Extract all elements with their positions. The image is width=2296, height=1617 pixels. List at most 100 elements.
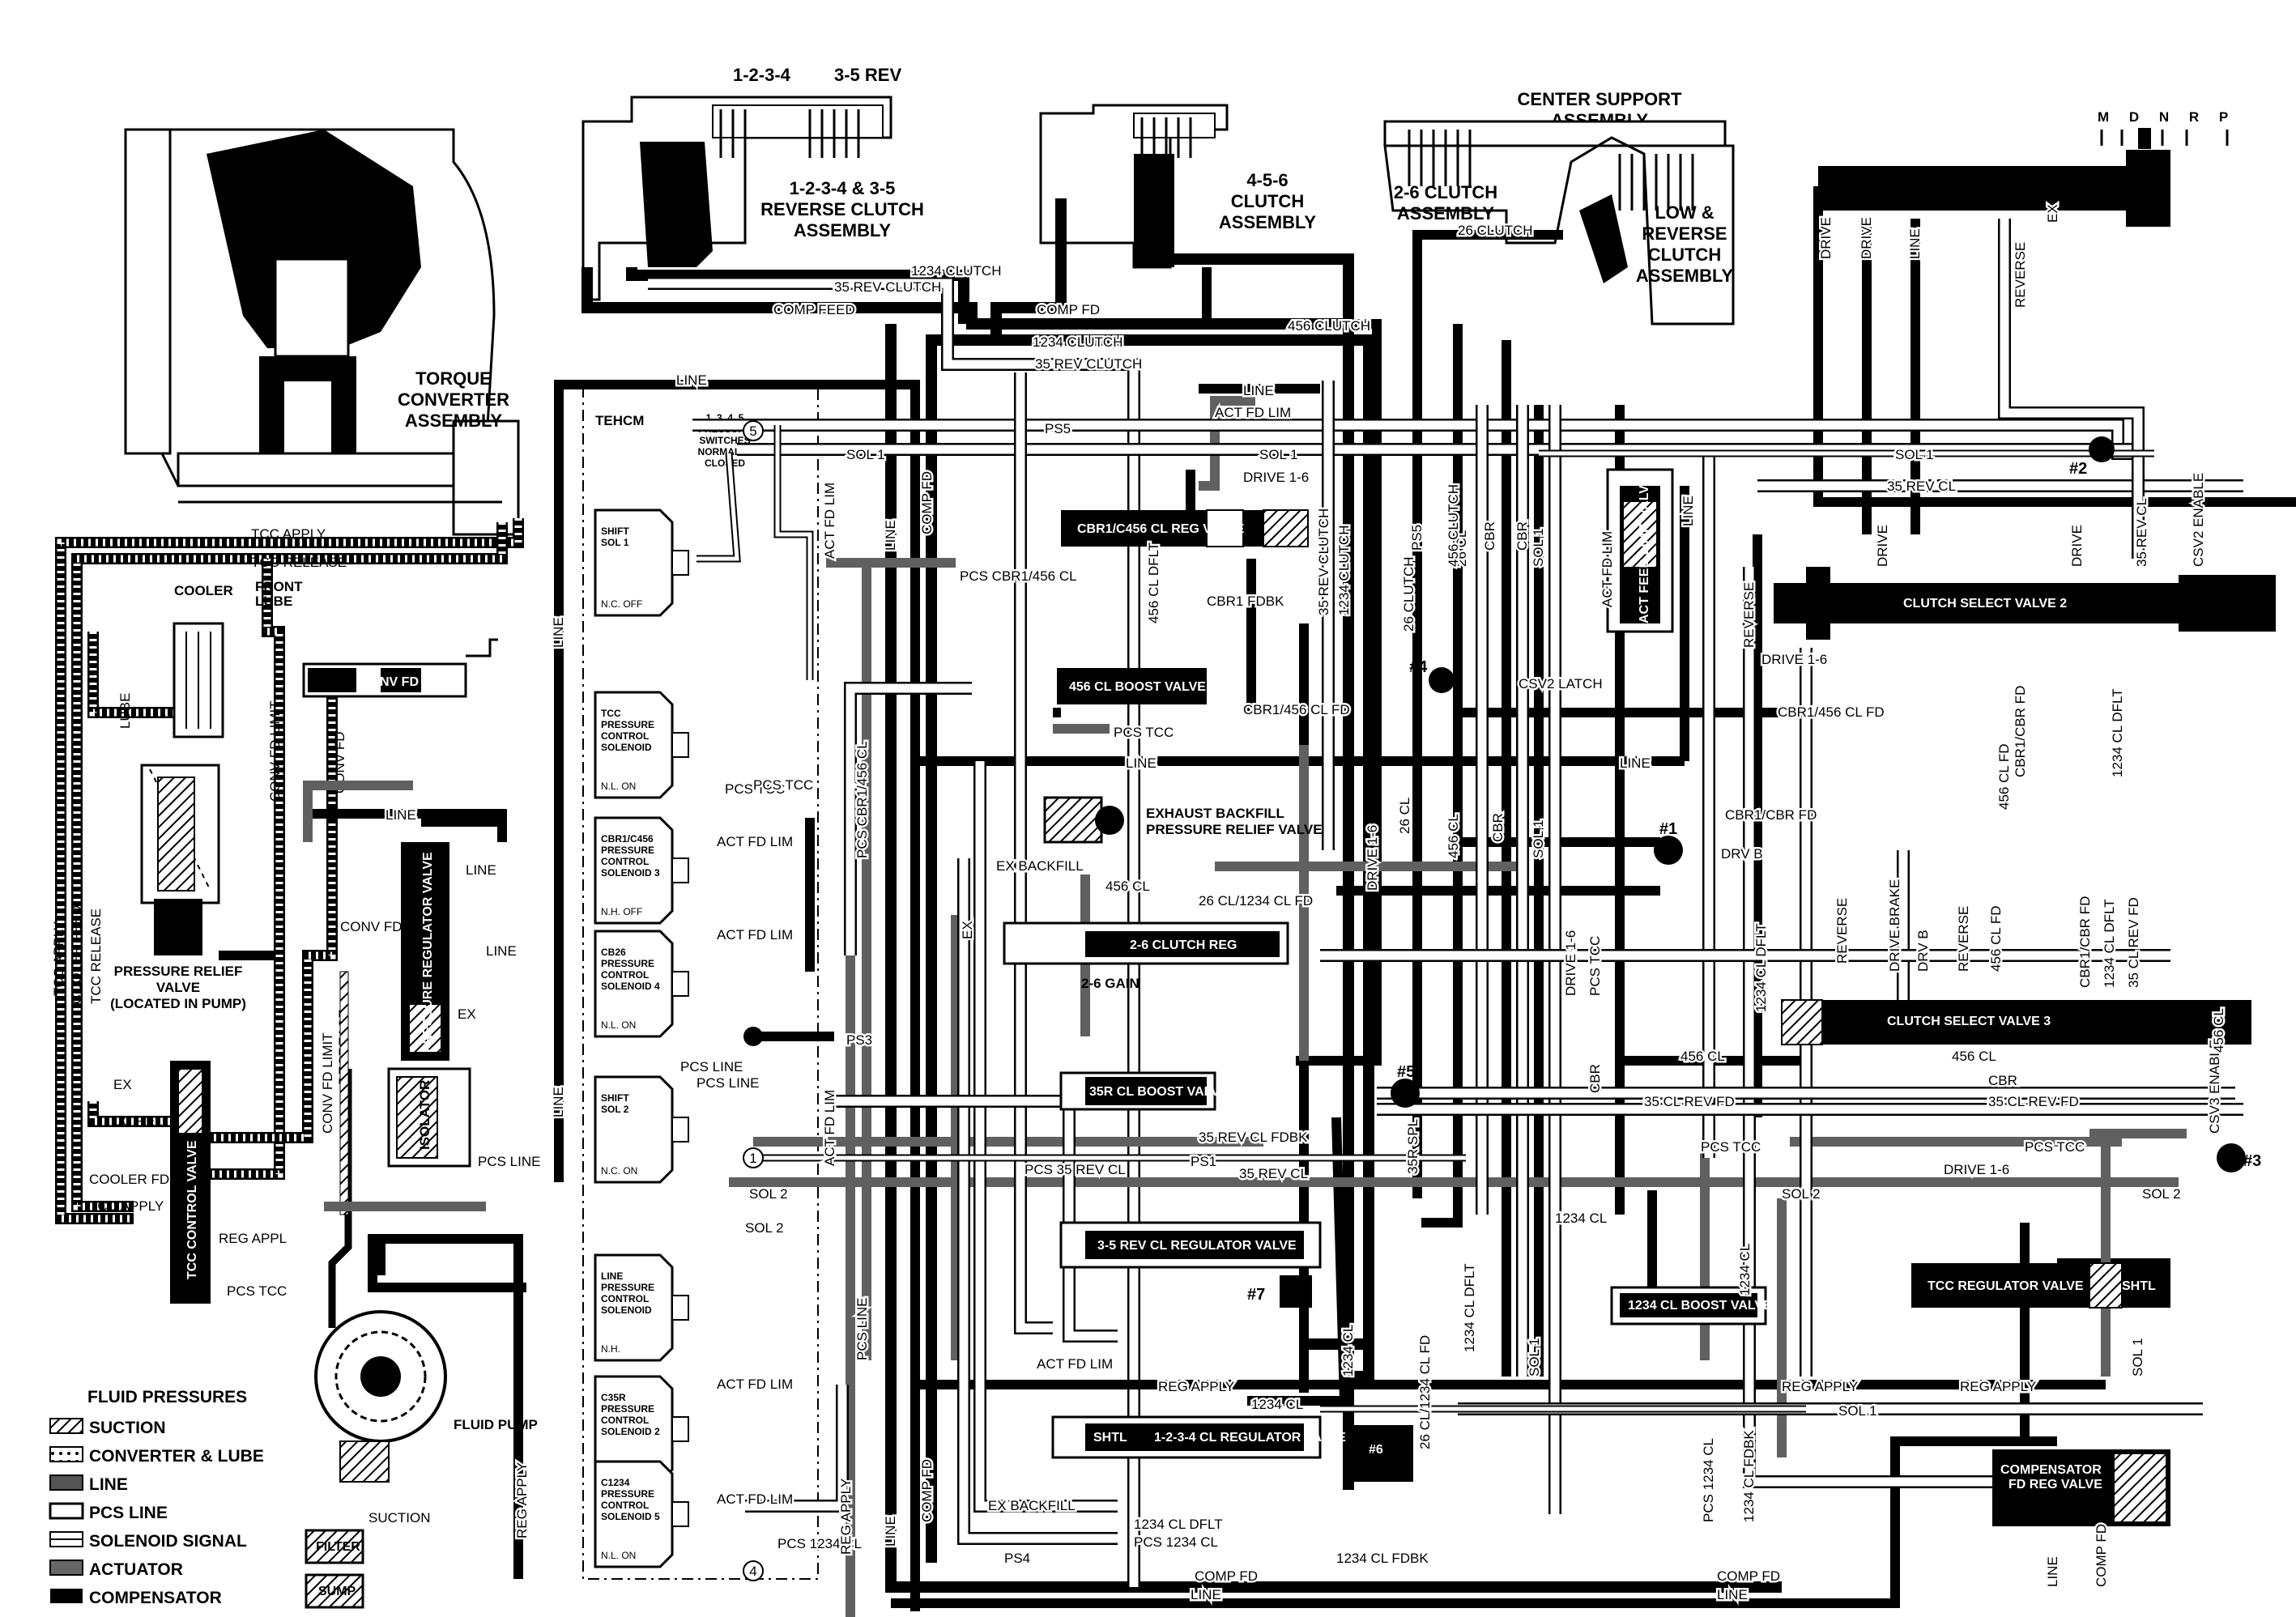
circuit-label-clutch-456: 456 CLUTCH bbox=[1288, 318, 1370, 334]
circuit-label-cl456-fd: 456 CL FD bbox=[1996, 743, 2012, 810]
tcc-apply-vlabel: TCC APPLY bbox=[51, 921, 66, 996]
circuit-label-line: LINE bbox=[1191, 1587, 1221, 1602]
circuit-label-reg-apply: REG APPLY bbox=[514, 1462, 530, 1538]
sump-label: SUMP bbox=[318, 1585, 356, 1598]
legend-pcs-line: PCS LINE bbox=[89, 1504, 168, 1522]
circuit-label-cl35rev: 35 REV CL bbox=[1239, 1166, 1308, 1181]
circuit-label-cl456: 456 CL bbox=[1952, 1049, 1996, 1064]
circuit-label-line: LINE bbox=[1907, 228, 1923, 259]
front-lube-label: FRONT bbox=[255, 579, 303, 594]
circuit-label-line: LINE bbox=[551, 617, 566, 648]
converter-lube-circuits bbox=[55, 518, 524, 1224]
circuit-label-reg-apply: REG APPLY bbox=[838, 1479, 854, 1555]
center-support-assembly: CENTER SUPPORTASSEMBLY 2-6 CLUTCHASSEMBL… bbox=[1383, 89, 1735, 326]
cooler: LUBE bbox=[117, 622, 224, 738]
circuit-label-line: LINE bbox=[883, 1516, 898, 1547]
boost-35r-label: 35R CL BOOST VALVE bbox=[1089, 1085, 1229, 1099]
svg-text:5: 5 bbox=[749, 423, 756, 439]
circuit-label-cl35r-spl: 35R SPL bbox=[1405, 1119, 1421, 1174]
reg-1234-label: 1-2-3-4 CL REGULATOR VALVE bbox=[1154, 1431, 1346, 1445]
circuit-label-pcs-1234-cl: PCS 1234 CL bbox=[777, 1536, 862, 1551]
circuit-label-drive16: DRIVE 1-6 bbox=[1944, 1162, 2009, 1177]
checkball-1: #1 bbox=[1654, 820, 1683, 865]
circuit-label-clutch-1234: 1234 CLUTCH bbox=[911, 263, 1002, 279]
conv-fd-label: CONV FD bbox=[340, 919, 403, 934]
circuit-label-cl456: 456 CL bbox=[2211, 1008, 2226, 1053]
ex-label: EX bbox=[113, 1077, 132, 1092]
checkball-4: #4 bbox=[1409, 658, 1455, 693]
cooler-fd-label: COOLER FD bbox=[89, 1172, 169, 1187]
circuit-label-line: LINE bbox=[883, 520, 898, 551]
circuit-label-ps5: PS5 bbox=[1045, 421, 1071, 436]
circuit-label-pcs-tcc: PCS TCC bbox=[753, 777, 813, 793]
valve-clutch-select-2: CLUTCH SELECT VALVE 2 bbox=[1774, 567, 2276, 640]
solenoid-3-state: N.H. OFF bbox=[601, 906, 642, 917]
circuit-label-sol1: SOL 1 bbox=[1531, 528, 1546, 567]
circuit-label-comp-fd: COMP FD bbox=[1717, 1568, 1780, 1584]
circuit-label-clutch-26: 26 CLUTCH bbox=[1401, 556, 1416, 632]
circuit-label-sol2: SOL 2 bbox=[1782, 1186, 1821, 1202]
circuit-label-cl1234-dflt: 1234 CL DFLT bbox=[1462, 1263, 1477, 1352]
clutch-35rev-head: 3-5 REV bbox=[834, 65, 901, 85]
ex-label-prv: EX bbox=[458, 1006, 476, 1022]
circuit-label-sol1: SOL 1 bbox=[1895, 447, 1934, 462]
circuit-label-drive: DRIVE bbox=[1875, 525, 1890, 567]
circuit-label-cbr1-cbr-fd: CBR1/CBR FD bbox=[1725, 807, 1817, 823]
circuit-label-sol2: SOL 2 bbox=[2142, 1186, 2181, 1202]
circuit-label-line: LINE bbox=[1243, 383, 1274, 398]
conv-fd-limit-vlabel: CONV FD LIMIT bbox=[267, 700, 283, 802]
circuit-label-clutch-35rev: 35 REV CLUTCH bbox=[1035, 356, 1142, 372]
fluid-pump: FLUID PUMP bbox=[314, 1310, 538, 1483]
circuit-label-cbr1-456-fd: CBR1/456 CL FD bbox=[1778, 704, 1885, 720]
solenoid-8-state: N.L. ON bbox=[601, 1550, 636, 1561]
circuit-label-reverse: REVERSE bbox=[2013, 242, 2028, 308]
circuit-label-pcs-cbr1-456: PCS CBR1/456 CL bbox=[854, 741, 870, 858]
circuit-label-pcs-tcc: PCS TCC bbox=[2025, 1139, 2085, 1155]
circuit-label-reg-apply: REG APPLY bbox=[1960, 1379, 2036, 1394]
circuit-label-cl456: 456 CL bbox=[1680, 1049, 1725, 1064]
circuit-label-pcs-1234-cl: PCS 1234 CL bbox=[1701, 1438, 1716, 1522]
circuit-label-cl456: 456 CL bbox=[1105, 879, 1150, 894]
circuit-label-reg-apply: REG APPLY bbox=[1782, 1379, 1858, 1394]
act-feed-limit-label: ACT FEED LIMIT VALVE bbox=[1638, 476, 1651, 623]
circuit-label-comp-feed: COMP FEED bbox=[773, 302, 855, 317]
legend-line: LINE bbox=[89, 1475, 128, 1494]
csv3-label: CLUTCH SELECT VALVE 3 bbox=[1887, 1015, 2051, 1028]
circuit-label-cl35-rev-fd: 35 CL REV FD bbox=[2126, 897, 2141, 988]
circuit-label-act-fd-lim: ACT FD LIM bbox=[822, 1090, 837, 1166]
circuit-label-line: LINE bbox=[386, 807, 416, 823]
checkball-2: #2 bbox=[2069, 436, 2115, 478]
suction-label: SUCTION bbox=[368, 1510, 431, 1526]
circuit-label-reverse: REVERSE bbox=[1956, 906, 1971, 972]
circuit-label-cl35r-fdbk: 35 REV CL FDBK bbox=[1199, 1130, 1308, 1145]
tcc-release-vlabel: TCC RELEASE bbox=[88, 908, 104, 1004]
circuit-label-ex: EX bbox=[960, 921, 975, 939]
circuit-label-csv2-enable: CSV2 ENABLE bbox=[2191, 473, 2206, 567]
manual-valve: M D N R P bbox=[1818, 109, 2229, 227]
circuit-label-drive16: DRIVE 1-6 bbox=[1761, 652, 1827, 667]
circuit-label-clutch-26: 26 CLUTCH bbox=[1458, 223, 1533, 238]
circuit-label-cbr1-cbr-fd: CBR1/CBR FD bbox=[2077, 896, 2093, 988]
conv-fd-limit-label: CONV FD LIMIT bbox=[360, 675, 456, 689]
circuit-label-act-fd-lim: ACT FD LIM bbox=[1600, 531, 1615, 607]
valve-456-boost: 456 CL BOOST VALVE bbox=[1057, 668, 1207, 704]
circuit-label-ex-backfill: EX BACKFILL bbox=[996, 858, 1084, 874]
circuit-label-cl456-fd: 456 CL FD bbox=[1988, 905, 2004, 972]
tehcm-label: TEHCM bbox=[595, 413, 644, 428]
valve-cbr1-c456: CBR1/C456 CL REG VALVE bbox=[1061, 509, 1309, 547]
svg-text:#7: #7 bbox=[1247, 1286, 1265, 1304]
circuit-label-act-fd-lim: ACT FD LIM bbox=[717, 1491, 793, 1507]
circuit-label-line: LINE bbox=[1680, 496, 1696, 526]
valve-tcc-reg: TCC REGULATOR VALVE SHTL bbox=[1911, 1262, 2170, 1308]
circuit-label-act-fd-lim: ACT FD LIM bbox=[717, 927, 793, 943]
checkball-3: #3 bbox=[2217, 1143, 2261, 1172]
